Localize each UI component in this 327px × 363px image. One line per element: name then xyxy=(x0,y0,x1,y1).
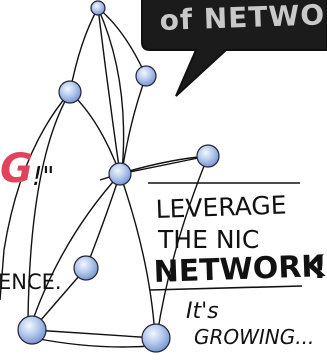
edge-top-to-center-2 xyxy=(97,7,125,173)
edge-right-node-to-center xyxy=(121,75,147,173)
headline-line3: NETWORK xyxy=(153,249,327,290)
edge-right-to-bottom-right xyxy=(156,155,209,337)
edge-left-node-to-node-b xyxy=(27,91,71,321)
headline-line1: LEVERAGE xyxy=(155,190,287,224)
edge-mid-low-to-bottom-left xyxy=(33,267,87,329)
network-node-icon xyxy=(196,144,220,168)
edge-top-to-left-node xyxy=(69,7,99,93)
edge-center-to-right xyxy=(119,155,209,175)
left-red-fragment: G xyxy=(0,146,33,192)
edge-bottom-left-to-bottom-right xyxy=(33,329,156,339)
edge-center-to-bottom-left xyxy=(29,173,121,329)
edge-center-to-mid-low xyxy=(85,173,121,269)
left-punct-fragment: !" xyxy=(32,162,54,192)
headline-exclaim: ! xyxy=(313,251,327,286)
left-ence-fragment: ENCE. xyxy=(0,270,62,294)
network-node-icon xyxy=(141,323,171,353)
headline-line2: THE NIC xyxy=(157,225,259,254)
network-node-icon xyxy=(73,255,99,281)
network-node-icon xyxy=(90,0,106,16)
speech-bubble-text: of NETWORK xyxy=(159,0,327,37)
network-node-icon xyxy=(17,315,47,345)
network-node-icon xyxy=(58,80,82,104)
speech-bubble: of NETWORK xyxy=(141,0,327,97)
headline: LEVERAGE THE NIC NETWORK ! xyxy=(149,190,327,291)
edge-left-node-arc-down xyxy=(0,91,71,301)
network-node-icon xyxy=(108,162,132,186)
network-node-icon xyxy=(135,65,157,87)
edge-center-to-bottom-right xyxy=(119,173,156,337)
subnote: It's GROWING... xyxy=(186,299,314,349)
network-nodes xyxy=(17,0,220,353)
headline-underline xyxy=(149,285,303,291)
edge-bottom-left-to-bottom-right-2 xyxy=(33,337,153,348)
edge-top-to-center xyxy=(97,7,121,175)
subnote-line1: It's xyxy=(186,299,219,324)
speech-bubble-shape xyxy=(141,0,327,97)
subnote-line2: GROWING... xyxy=(194,325,314,349)
edge-left-node-to-center xyxy=(69,91,121,175)
